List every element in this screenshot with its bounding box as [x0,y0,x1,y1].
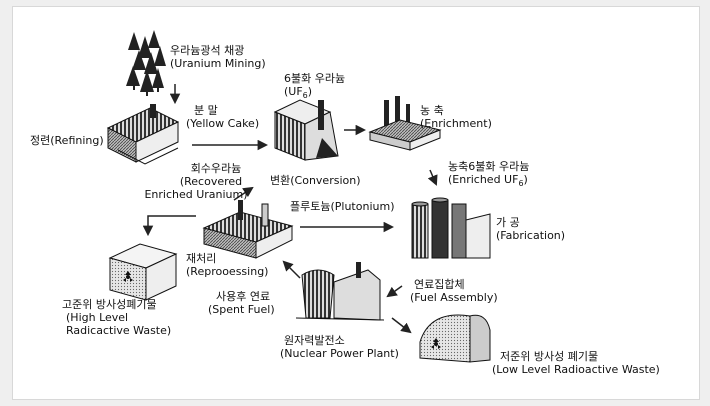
hlw-label: 고준위 방사성폐기물 (High Level Radicactive Waste… [62,298,171,337]
uf6-label-en-suffix: ) [307,85,313,98]
reprocessing-plant-illustration [202,200,294,259]
fabrication-label: 가 공 (Fabrication) [496,216,565,242]
flow-arrows [142,84,438,334]
reprocessing-label-en: (Reprooessing) [186,265,269,278]
high-level-waste-container [108,243,178,301]
plutonium-label-ko: 플루토늄(Plutonium) [290,200,395,213]
spent-fuel-label-en: (Spent Fuel) [208,303,275,316]
enriched-uf6-label-en-prefix: (Enriched UF [448,173,519,186]
llw-label-en: (Low Level Radioactive Waste) [492,363,660,376]
fabrication-plant-illustration [411,197,491,259]
yellowcake-label-en: (Yellow Cake) [186,117,260,130]
enrichment-plant-illustration [368,96,442,151]
fuel-assembly-label-en: (Fuel Assembly) [410,291,498,304]
fabrication-label-en: (Fabrication) [496,229,566,242]
npp-label: 원자력발전소 (Nuclear Power Plant) [280,334,399,360]
enrichment-label-en: (Enrichment) [420,117,492,130]
refining-label: 정련(Refining) [30,134,104,147]
enriched-uf6-label-ko: 농축6불화 우라늄 [448,160,530,173]
conversion-label: 변환(Conversion) [270,174,361,187]
recovered-label-ko: 회수우라늄 [190,162,242,175]
uf6-label-ko: 6불화 우라늄 [284,72,346,85]
mining-illustration [126,30,166,96]
llw-label-ko: 저준위 방사성 폐기물 [500,350,599,363]
conversion-label-ko: 변환(Conversion) [270,174,361,187]
enriched-uf6-label-en: (Enriched UF6) [448,173,529,190]
enrichment-label: 농 축 (Enrichment) [420,104,492,130]
hlw-label-en2: Radicactive Waste) [66,324,172,337]
conversion-plant-illustration [273,99,339,161]
uf6-label-en-sub: 6 [302,91,308,101]
low-level-waste-storage [419,314,491,363]
uf6-label-en: (UF6) [284,85,345,102]
yellowcake-label-ko: 분 말 [194,104,218,117]
refining-factory-illustration [106,104,180,165]
mining-label-en: (Uranium Mining) [170,57,266,70]
fuel-assembly-label: 연료집합체 (Fuel Assembly) [410,278,498,304]
plutonium-label: 플루토늄(Plutonium) [290,200,394,213]
enrichment-label-ko: 농 축 [420,104,444,117]
refining-label-ko: 정련(Refining) [30,134,104,147]
enriched-uf6-label-en-suffix: ) [523,173,528,186]
mining-label-ko: 우라늄광석 채광 [170,44,245,57]
nuclear-power-plant-illustration [295,262,385,321]
recovered-label-en: (Recovered [179,175,243,188]
uf6-label: 6불화 우라늄 (UF6) [284,72,345,102]
enriched-uf6-label: 농축6불화 우라늄 (Enriched UF6) [448,160,529,190]
mining-label: 우라늄광석 채광 (Uranium Mining) [170,44,266,70]
reprocessing-label-ko: 재처리 [186,252,217,265]
npp-label-en: (Nuclear Power Plant) [280,347,399,360]
reprocessing-label: 재처리 (Reprooessing) [186,252,268,278]
spent-fuel-label: 사용후 연료 (Spent Fuel) [208,290,275,316]
fabrication-label-ko: 가 공 [496,216,520,229]
recovered-label-en2: Enriched Uranium) [144,188,248,201]
llw-label: 저준위 방사성 폐기물 (Low Level Radioactive Waste… [492,350,660,376]
diagram-card [12,6,700,400]
hlw-label-en: (High Level [66,311,129,324]
recovered-uranium-label: 회수우라늄 (Recovered Enriched Uranium) [126,162,266,201]
uf6-label-en-prefix: (UF [284,85,303,98]
spent-fuel-label-ko: 사용후 연료 [216,290,271,303]
yellowcake-label: 분 말 (Yellow Cake) [186,104,259,130]
npp-label-ko: 원자력발전소 [284,334,345,347]
fuel-assembly-label-ko: 연료집합체 [414,278,465,291]
enriched-uf6-label-en-sub: 6 [518,179,524,189]
hlw-label-ko: 고준위 방사성폐기물 [62,298,157,311]
